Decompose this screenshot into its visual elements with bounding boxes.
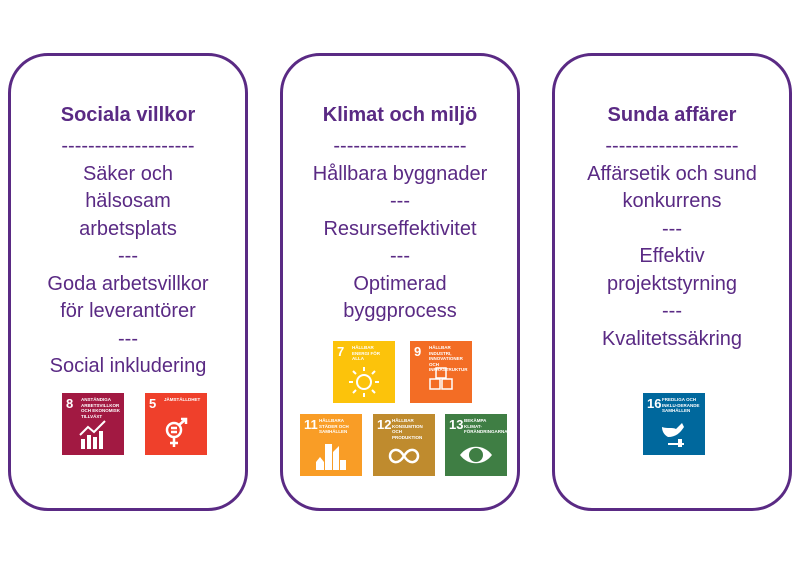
sdg-11-icon: 11 HÅLLBARA STÄDER OCH SAMHÄLLEN xyxy=(300,414,362,476)
sdg-number: 8 xyxy=(66,396,74,411)
line: --- xyxy=(118,245,138,267)
line: Affärsetik och sund xyxy=(587,162,757,185)
line: hälsosam xyxy=(85,190,171,212)
sdg-number: 12 xyxy=(377,417,392,432)
sdg-label: JÄMSTÄLLDHET xyxy=(164,397,201,402)
eye-globe-icon xyxy=(460,446,492,464)
sdg-16-icon: 16 FREDLIGA OCH INKLU-DERANDE SAMHÄLLEN xyxy=(643,393,705,455)
sdg-label: HÅLLBAR INDUSTRI, INNOVATIONER OCH INFRA… xyxy=(429,345,468,372)
card-title: Sociala villkor xyxy=(60,104,196,126)
line: --- xyxy=(662,217,682,240)
line: Kvalitetssäkring xyxy=(601,327,743,350)
sdg-number: 5 xyxy=(149,396,157,411)
line: --- xyxy=(390,190,410,212)
card-climate: Klimat och miljö -------------------- Hå… xyxy=(280,53,520,511)
line: Goda arbetsvillkor xyxy=(47,272,209,295)
line: byggprocess xyxy=(343,300,457,322)
line: arbetsplats xyxy=(79,217,177,240)
card-lines: -------------------- Säker och hälsosam … xyxy=(11,133,245,381)
divider: -------------------- xyxy=(333,135,467,157)
sdg-label: HÅLLBAR ENERGI FÖR ALLA xyxy=(352,345,381,361)
line: projektstyrning xyxy=(606,272,738,295)
sdg-label: HÅLLBAR KONSUMTION OCH PRODUKTION xyxy=(392,418,423,440)
card-title: Klimat och miljö xyxy=(322,104,478,126)
dove-gavel-icon xyxy=(662,423,684,447)
card-lines: -------------------- Affärsetik och sund… xyxy=(555,133,789,353)
divider: -------------------- xyxy=(605,135,739,157)
sdg-7-icon: 7 HÅLLBAR ENERGI FÖR ALLA xyxy=(333,341,395,403)
sdg-8-icon: 8 ANSTÄNDIGA ARBETSVILLKOR OCH EKONOMISK… xyxy=(62,393,124,455)
sdg-label: ANSTÄNDIGA ARBETSVILLKOR OCH EKONOMISK T… xyxy=(81,397,121,419)
sun-power-icon xyxy=(349,367,379,397)
sdg-label: BEKÄMPA KLIMAT-FÖRÄNDRINGARNA xyxy=(464,418,508,434)
card-title: Sunda affärer xyxy=(607,104,737,126)
card-social: Sociala villkor -------------------- Säk… xyxy=(8,53,248,511)
growth-chart-icon xyxy=(79,420,106,449)
line: --- xyxy=(118,327,138,350)
sdg-label: HÅLLBARA STÄDER OCH SAMHÄLLEN xyxy=(319,418,349,434)
sdg-number: 13 xyxy=(449,417,464,432)
cubes-icon xyxy=(429,367,453,390)
line: Optimerad xyxy=(353,272,447,295)
line: --- xyxy=(662,300,682,322)
line: Hållbara byggnader xyxy=(312,162,488,185)
infinity-icon xyxy=(388,448,420,464)
sdg-9-icon: 9 HÅLLBAR INDUSTRI, INNOVATIONER OCH INF… xyxy=(410,341,472,403)
sdg-12-icon: 12 HÅLLBAR KONSUMTION OCH PRODUKTION xyxy=(373,414,435,476)
sdg-13-icon: 13 BEKÄMPA KLIMAT-FÖRÄNDRINGARNA xyxy=(445,414,508,476)
line: för leverantörer xyxy=(60,300,196,322)
sdg-number: 9 xyxy=(414,344,422,359)
sdg-label: FREDLIGA OCH INKLU-DERANDE SAMHÄLLEN xyxy=(662,397,700,413)
sdg-5-icon: 5 JÄMSTÄLLDHET xyxy=(145,393,207,455)
card-lines: -------------------- Hållbara byggnader … xyxy=(283,133,517,326)
sdg-number: 7 xyxy=(337,344,345,359)
line: Social inkludering xyxy=(49,355,207,377)
line: Säker och xyxy=(82,162,174,185)
line: konkurrens xyxy=(622,190,722,212)
city-icon xyxy=(316,444,346,470)
line: Effektiv xyxy=(639,245,705,267)
sdg-number: 16 xyxy=(647,396,662,411)
card-business: Sunda affärer -------------------- Affär… xyxy=(552,53,792,511)
sdg-number: 11 xyxy=(304,417,318,432)
line: Resurseffektivitet xyxy=(323,217,477,240)
divider: -------------------- xyxy=(61,135,195,157)
line: --- xyxy=(390,245,410,267)
gender-equality-icon xyxy=(165,417,188,447)
